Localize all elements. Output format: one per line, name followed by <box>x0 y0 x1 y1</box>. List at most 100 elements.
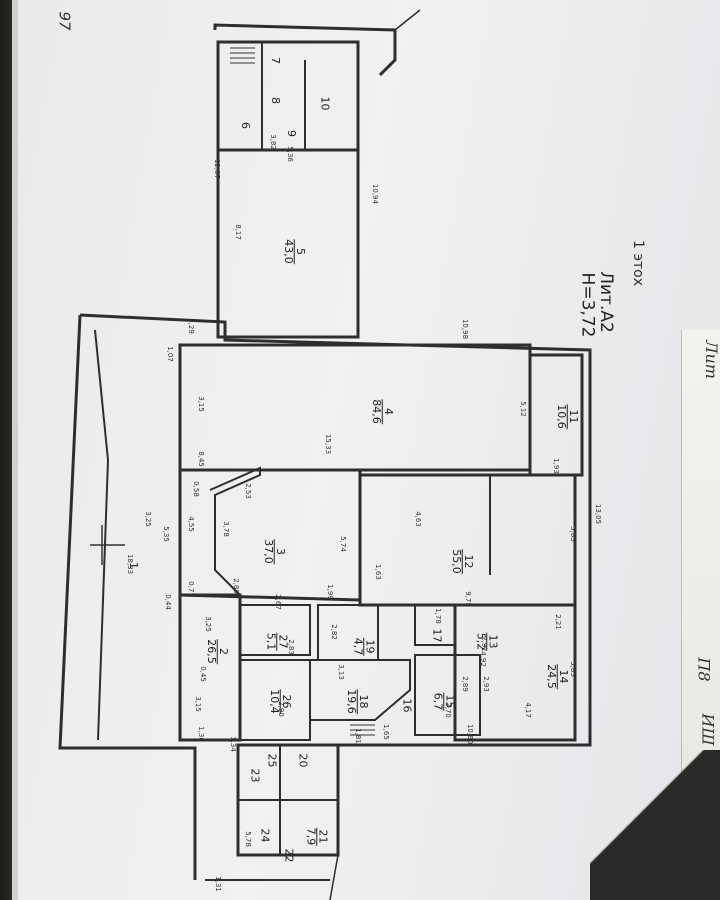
dimension-label: 2,21 <box>553 614 562 630</box>
photo-shadow-corner <box>590 750 720 900</box>
wall-room-14 <box>453 603 577 742</box>
letter-label: Лит.А2 <box>595 271 616 333</box>
dimension-label: 5,83 <box>568 661 577 677</box>
room-number: 13 <box>486 632 500 651</box>
dimension-label: 13,05 <box>594 503 603 525</box>
dimension-label: 2,83 <box>286 639 295 655</box>
room-number: 22 <box>282 848 296 863</box>
room-label: 9 <box>285 130 298 137</box>
wall-room-12 <box>358 473 577 607</box>
dimension-label: 10,80 <box>466 723 475 745</box>
room-number: 2 <box>216 639 230 664</box>
room-label: 17 <box>430 628 444 643</box>
room-number: 11 <box>566 404 580 429</box>
dimension-label: 3,25 <box>143 511 152 527</box>
outer-wall-left <box>58 314 197 880</box>
room-area: 5,1 <box>264 632 278 651</box>
room-area: 26,5 <box>204 639 218 664</box>
room-area: 10,6 <box>554 404 568 429</box>
room-number: 18 <box>356 689 370 714</box>
dimension-label: 2,93 <box>481 676 490 692</box>
room-number: 14 <box>556 664 570 689</box>
dimension-label: 10,98 <box>461 318 470 340</box>
dimension-label: 4,17 <box>523 702 532 718</box>
dimension-label: 5,35 <box>161 526 170 542</box>
dimension-label: 2,89 <box>460 676 469 692</box>
dimension-label: 4,55 <box>186 516 195 532</box>
dimension-label: 1,93 <box>551 458 560 474</box>
dimension-label: 1,65 <box>381 724 390 740</box>
wall-rooms-5-10 <box>216 40 360 339</box>
dimension-label: 5,12 <box>518 401 527 417</box>
room-label: 8 <box>269 97 282 104</box>
dimension-label: 2,70 <box>443 702 452 718</box>
room-number: 3 <box>273 539 287 564</box>
dimension-label: 1,34 <box>228 736 237 752</box>
outer-wall-main <box>79 313 592 747</box>
room-label: 25 <box>265 753 279 768</box>
dimension-label: 5,78 <box>243 831 252 847</box>
room-number: 9 <box>285 130 298 137</box>
dimension-label: 4,92 <box>478 651 487 667</box>
dimension-label: 3,15 <box>196 396 205 412</box>
right-scrap-text-3: ИШ <box>698 713 718 746</box>
wall-room-27 <box>239 604 311 656</box>
dimension-label: 5,36 <box>285 146 294 162</box>
height-label: H=3,72 <box>577 272 598 338</box>
room-area: 6,7 <box>431 692 445 711</box>
dimension-label: 9,75 <box>463 591 472 607</box>
room-number: 10 <box>318 96 332 111</box>
right-scrap-text-2: П8 <box>694 657 714 682</box>
room-area: 55,0 <box>449 549 463 574</box>
floor-label: 1 этох <box>630 239 647 287</box>
dimension-label: 5,83 <box>568 526 577 542</box>
room-number: 24 <box>258 828 272 843</box>
dimension-label: 1,36 <box>196 726 205 742</box>
dimension-label: 2,29 <box>186 318 195 334</box>
room-label: 7 <box>269 57 282 64</box>
dimension-label: 5,74 <box>338 536 347 552</box>
dimension-label: 1,31 <box>213 876 222 892</box>
room-area: 7,9 <box>304 827 318 846</box>
dimension-label: 8,17 <box>233 224 242 240</box>
dimension-label: 0,44 <box>163 594 172 610</box>
room-area: 4,7 <box>351 637 365 656</box>
room-number: 25 <box>265 753 279 768</box>
room-number: 4 <box>381 399 395 424</box>
dimension-label: 1,78 <box>433 608 442 624</box>
wall-room-17 <box>414 604 456 646</box>
right-scrap-text-1: Лит <box>701 340 720 379</box>
room-number: 19 <box>363 637 377 656</box>
wall-room-3-inner <box>209 466 261 596</box>
room-area: 19,6 <box>344 689 358 714</box>
wall-room-18 <box>310 659 411 721</box>
dimension-label: 0,77 <box>186 581 195 597</box>
room-number: 17 <box>430 628 444 643</box>
dimension-label: 18,33 <box>126 553 135 575</box>
room-label: 20 <box>296 753 310 768</box>
room-number: 6 <box>239 122 252 129</box>
dimension-label: 3,78 <box>221 521 230 537</box>
entrance-arrow <box>90 525 125 565</box>
dimension-label: 1,07 <box>165 346 174 362</box>
dimension-label: 4,63 <box>413 511 422 527</box>
dimension-label: 1,99 <box>325 584 334 600</box>
dimension-label: 3,25 <box>203 616 212 632</box>
room-area: 24,5 <box>544 664 558 689</box>
dimension-label: 2,53 <box>243 483 252 499</box>
dimension-label: 2,89 <box>231 578 240 594</box>
room-area: 37,0 <box>261 539 275 564</box>
room-number: 20 <box>296 753 310 768</box>
dimension-label: 2,90 <box>276 701 285 717</box>
room-area: 43,0 <box>281 239 295 264</box>
stair-hatch <box>230 47 375 736</box>
